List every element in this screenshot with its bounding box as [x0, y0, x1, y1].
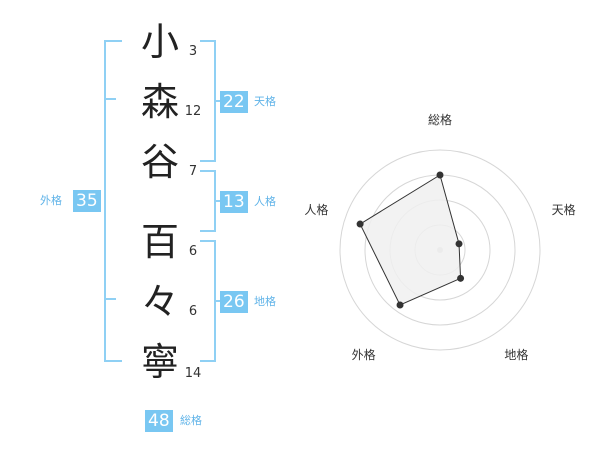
- jinkaku-label: 人格: [254, 195, 276, 208]
- radar-value-polygon: [359, 174, 462, 306]
- name-char-2: 森: [140, 80, 179, 124]
- radar-axis-label-1: 総格: [428, 112, 452, 127]
- name-char-4: 百: [140, 220, 179, 264]
- radar-axis-label-3: 地格: [504, 347, 528, 362]
- chikaku-bracket-tick: [214, 300, 222, 302]
- name-char-5: 々: [140, 280, 179, 324]
- radar-point-2: [455, 240, 463, 248]
- soukaku-badge: 48: [145, 410, 173, 432]
- chikaku-badge: 26: [220, 291, 248, 313]
- gaikaku-bracket: [104, 40, 122, 362]
- gaikaku-label: 外格: [40, 194, 62, 207]
- tenkaku-badge: 22: [220, 91, 248, 113]
- radar-axis-label-4: 外格: [352, 347, 376, 362]
- name-char-6: 寧: [140, 340, 179, 384]
- radar-axis-label-2: 天格: [552, 202, 576, 217]
- radar-point-1: [436, 171, 444, 179]
- jinkaku-badge: 13: [220, 191, 248, 213]
- radar-ring-4: [339, 149, 541, 351]
- name-char-3: 谷: [140, 140, 179, 184]
- stroke-count-2: 12: [184, 104, 202, 119]
- jinkaku-bracket-tick: [214, 200, 222, 202]
- stroke-count-4: 6: [188, 244, 198, 259]
- stroke-count-3: 7: [188, 164, 198, 179]
- stroke-count-1: 3: [188, 44, 198, 59]
- gaikaku-bracket-tick-upper: [104, 98, 116, 100]
- radar-point-3: [457, 274, 465, 282]
- radar-axis-label-5: 人格: [304, 202, 328, 217]
- tenkaku-bracket-tick: [214, 100, 222, 102]
- gaikaku-bracket-tick-lower: [104, 298, 116, 300]
- tenkaku-label: 天格: [254, 95, 276, 108]
- stroke-count-6: 14: [184, 366, 202, 381]
- radar-point-4: [396, 301, 404, 309]
- soukaku-label: 総格: [180, 414, 202, 427]
- chikaku-label: 地格: [254, 295, 276, 308]
- stroke-count-5: 6: [188, 304, 198, 319]
- radar-point-5: [356, 220, 364, 228]
- name-char-1: 小: [140, 20, 179, 64]
- gaikaku-badge: 35: [73, 190, 101, 212]
